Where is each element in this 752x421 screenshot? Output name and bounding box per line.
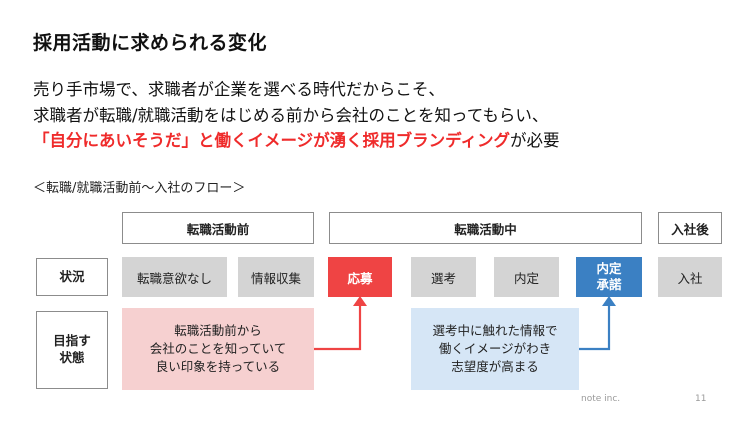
phase-after-header: 入社後 [658, 212, 722, 244]
lead-line-2: 求職者が転職/就職活動をはじめる前から会社のことを知ってもらい、 [33, 106, 549, 125]
status-step-apply: 応募 [328, 257, 392, 297]
status-step-no-intent: 転職意欲なし [122, 257, 227, 297]
phase-during-header: 転職活動中 [329, 212, 642, 244]
red-arrow [314, 304, 362, 351]
row-label-status: 状況 [36, 258, 108, 296]
blue-arrowhead [602, 296, 616, 306]
status-step-offer-accept: 内定 承諾 [576, 257, 642, 297]
lead-highlight: 「自分にあいそうだ」と働くイメージが湧く採用ブランディング [33, 131, 511, 150]
target-before-box: 転職活動前から 会社のことを知っていて 良い印象を持っている [122, 308, 314, 390]
flow-subheading: ＜転職/就職活動前～入社のフロー＞ [33, 181, 246, 196]
footer-company: note inc. [581, 394, 621, 404]
slide-title: 採用活動に求められる変化 [33, 32, 268, 54]
status-step-selection: 選考 [411, 257, 476, 297]
row-label-target: 目指す 状態 [36, 311, 108, 389]
footer-page-number: 11 [695, 394, 707, 404]
status-step-info-gathering: 情報収集 [238, 257, 314, 297]
red-arrowhead [353, 296, 367, 306]
phase-before-header: 転職活動前 [122, 212, 314, 244]
lead-line-3: 「自分にあいそうだ」と働くイメージが湧く採用ブランディングが必要 [33, 127, 560, 151]
target-during-box: 選考中に触れた情報で 働くイメージがわき 志望度が高まる [411, 308, 579, 390]
lead-line-1: 売り手市場で、求職者が企業を選べる時代だからこそ、 [33, 80, 445, 99]
status-step-offer: 内定 [494, 257, 559, 297]
lead-tail: が必要 [510, 131, 560, 150]
status-step-join: 入社 [658, 257, 722, 297]
blue-arrow [579, 304, 611, 351]
